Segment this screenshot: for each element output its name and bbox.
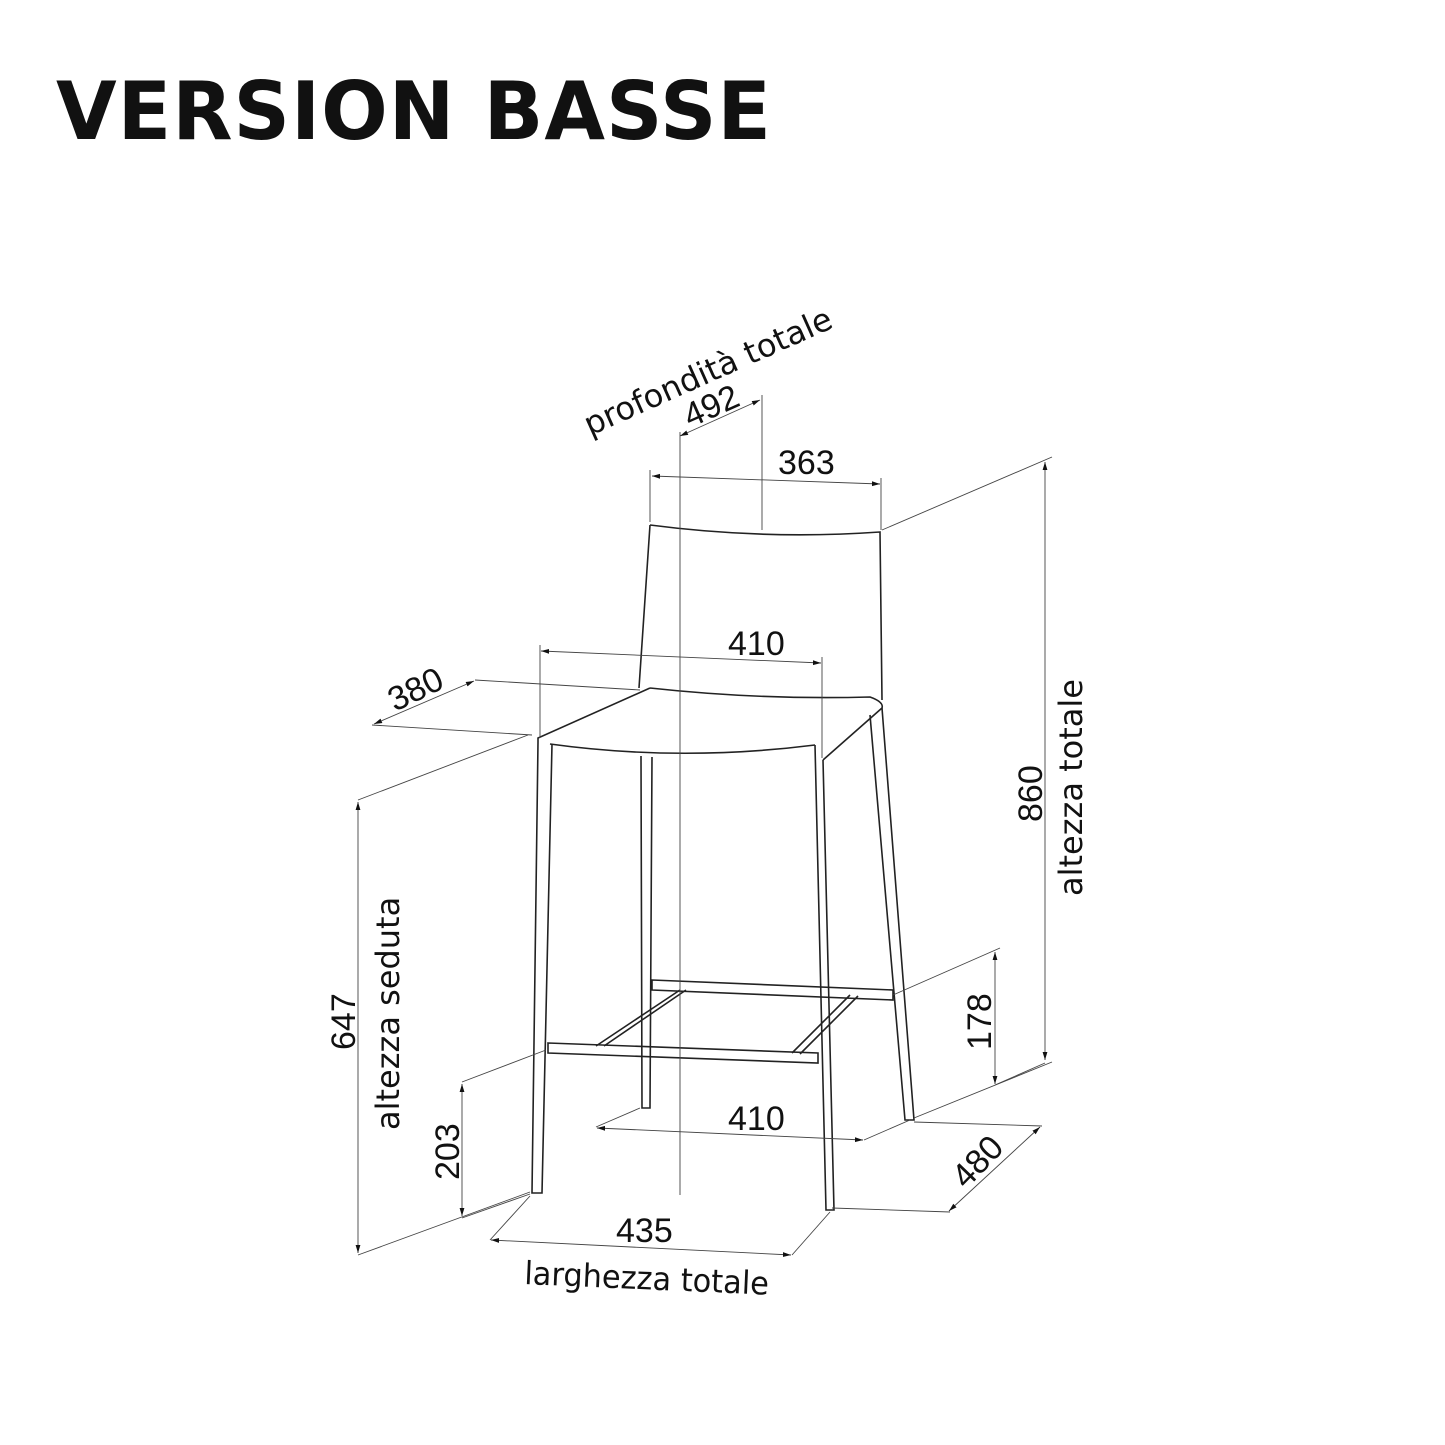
page-title: VERSION BASSE: [56, 65, 772, 158]
footrest-back-bar: [651, 979, 894, 1001]
front-right-leg: [814, 744, 835, 1211]
seat-height-value: 647: [325, 993, 363, 1050]
dim-base-depth: 480: [831, 1121, 1043, 1213]
height-total-value: 860: [1012, 765, 1050, 822]
front-footrest-height-value: 203: [429, 1123, 467, 1180]
dim-seat-height: 647 altezza seduta: [325, 734, 531, 1256]
footrest-side-bars: [595, 989, 859, 1055]
width-total-label: larghezza totale: [524, 1255, 770, 1303]
dim-height-total: 860 altezza totale: [881, 456, 1090, 1119]
seat-depth-value: 380: [382, 660, 450, 719]
backrest: [638, 524, 883, 701]
back-right-leg: [869, 707, 915, 1121]
dim-seat-width: 410: [539, 625, 823, 758]
seat-height-label: altezza seduta: [369, 897, 407, 1130]
seat: [537, 687, 884, 761]
front-left-leg: [531, 741, 553, 1194]
backrest-width-value: 363: [778, 444, 835, 482]
dim-footrest-width: 410: [595, 1100, 911, 1143]
stool-outline: [531, 524, 915, 1211]
footrest-width-value: 410: [728, 1100, 785, 1138]
base-depth-value: 480: [944, 1128, 1011, 1195]
seat-width-value: 410: [728, 625, 785, 663]
footrest-front-bar: [547, 1042, 819, 1064]
dim-backrest-width: 363: [649, 444, 882, 530]
dim-back-footrest-height: 178: [892, 947, 1046, 1086]
back-left-leg: [640, 755, 653, 1109]
height-total-label: altezza totale: [1052, 679, 1090, 896]
back-footrest-height-value: 178: [961, 993, 999, 1050]
dim-depth-total: 492 profondità totale: [578, 300, 838, 530]
dim-front-footrest-height: 203: [429, 1049, 547, 1219]
dim-seat-depth: 380: [371, 660, 641, 736]
width-total-value: 435: [616, 1212, 673, 1250]
dim-width-total: 435 larghezza totale: [489, 1195, 831, 1303]
